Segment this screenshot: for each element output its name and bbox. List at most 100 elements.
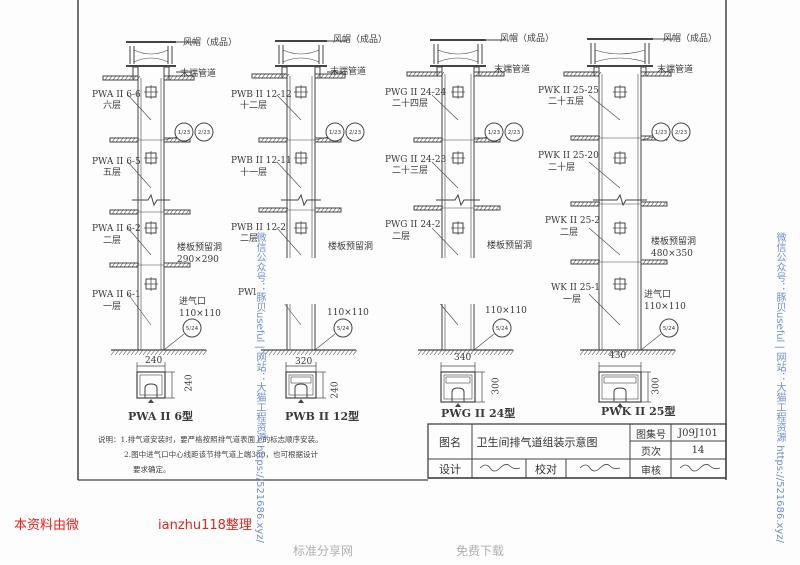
slab-hatch xyxy=(177,75,182,81)
floor-code: WK II 25-1 xyxy=(551,283,601,293)
ref-leader xyxy=(473,136,488,141)
ref-leader xyxy=(640,136,655,141)
slab-hatch xyxy=(436,71,441,77)
ground-hatch xyxy=(671,349,677,356)
ground-hatch xyxy=(348,349,354,356)
label-leader xyxy=(127,161,152,189)
ground-hatch xyxy=(639,349,645,356)
slab-hatch xyxy=(588,135,593,141)
parapet-wall xyxy=(132,66,139,81)
slab-hatch xyxy=(324,137,329,143)
slab-hatch xyxy=(111,209,116,215)
floor-code: PWK II 25-25 xyxy=(538,86,599,96)
ground-hatch xyxy=(611,349,617,356)
ground-hatch xyxy=(300,349,306,356)
slab-hatch xyxy=(261,73,266,79)
note-line-3: 要求确定。 xyxy=(133,465,171,474)
slab-hatch xyxy=(119,137,124,143)
slab-hatch xyxy=(111,262,116,268)
ground-hatch xyxy=(332,349,338,356)
ground-hatch xyxy=(138,349,144,356)
vertical-watermark: 微信公众号：豚贝useful | 网站：大猫工程资源 https://52168… xyxy=(774,232,785,543)
ground-hatch xyxy=(651,349,657,356)
ground-hatch xyxy=(603,349,609,356)
slab-hatch xyxy=(654,259,659,265)
slab-hatch xyxy=(569,71,574,77)
ground-hatch xyxy=(118,349,124,356)
slab-hatch xyxy=(415,205,420,211)
end-pipe-label: 末端管道 xyxy=(657,65,694,75)
slab-hatch xyxy=(328,207,333,213)
slab-hatch xyxy=(173,137,178,143)
slab-hatch xyxy=(332,207,337,213)
slab-hatch xyxy=(475,205,480,211)
slab-hatch xyxy=(135,209,140,215)
label-leader xyxy=(431,94,459,121)
ground-hatch xyxy=(623,349,629,356)
ground-hatch xyxy=(599,349,605,356)
slab-hatch xyxy=(181,262,186,268)
width-dim: 240 xyxy=(145,356,163,366)
slab-hatch xyxy=(272,207,277,213)
wind-cap-vane xyxy=(437,57,479,63)
slab-hatch xyxy=(111,137,116,143)
slab-hatch xyxy=(427,205,432,211)
end-pipe-label: 末端管道 xyxy=(330,67,367,77)
slab-hatch xyxy=(165,262,170,268)
ground-hatch xyxy=(591,349,597,356)
blank-region xyxy=(226,258,376,304)
slab-hatch xyxy=(431,205,436,211)
slab-hatch xyxy=(320,73,325,79)
break-symbol xyxy=(593,193,647,207)
slab-hatch xyxy=(573,71,578,77)
slab-hatch xyxy=(173,75,178,81)
ground-hatch xyxy=(324,349,330,356)
slab-hatch xyxy=(165,75,170,81)
slab-hatch xyxy=(120,75,125,81)
slab-hatch xyxy=(260,207,265,213)
label-leader xyxy=(431,161,459,189)
signature xyxy=(679,464,721,472)
section-outline xyxy=(285,371,317,399)
slab-hatch xyxy=(340,73,345,79)
ground-hatch xyxy=(457,349,463,356)
slab-hatch xyxy=(584,135,589,141)
signature xyxy=(479,464,521,472)
section-slot xyxy=(290,376,312,384)
width-dim: 340 xyxy=(454,353,472,363)
parapet-wall xyxy=(314,66,321,79)
ground-hatch xyxy=(182,349,188,356)
review-label: 审核 xyxy=(641,465,661,477)
ground-hatch xyxy=(445,349,451,356)
slab-hatch xyxy=(169,262,174,268)
ground-hatch xyxy=(505,349,511,356)
parapet-wall xyxy=(281,66,288,79)
ground-hatch xyxy=(276,349,282,356)
page-number: 14 xyxy=(691,444,705,456)
ground-hatch xyxy=(615,349,621,356)
ref-circle-label: 1/23 xyxy=(178,130,191,136)
width-dim: 430 xyxy=(609,351,627,361)
slab-hatch xyxy=(264,207,269,213)
ref-circle-label: 2/23 xyxy=(508,130,521,136)
type-label: PWK II 25型 xyxy=(601,405,676,418)
slab-hatch xyxy=(650,259,655,265)
slab-hatch xyxy=(123,262,128,268)
ground-hatch xyxy=(122,349,128,356)
slab-hatch xyxy=(483,205,488,211)
ref-circle xyxy=(174,122,194,142)
break-symbol xyxy=(436,193,480,207)
floor-name: 十二层 xyxy=(240,101,268,111)
slab-hatch xyxy=(127,262,132,268)
cap-label: 风帽（成品） xyxy=(183,38,238,48)
slab-hatch xyxy=(439,137,444,143)
slab-hatch xyxy=(646,259,651,265)
slab-hatch xyxy=(424,71,429,77)
slab-hatch xyxy=(336,73,341,79)
slab-hatch xyxy=(173,262,178,268)
slab-hatch xyxy=(584,259,589,265)
ground-hatch xyxy=(453,349,459,356)
inlet-size: 110×110 xyxy=(644,302,686,312)
slab-hatch xyxy=(320,207,325,213)
